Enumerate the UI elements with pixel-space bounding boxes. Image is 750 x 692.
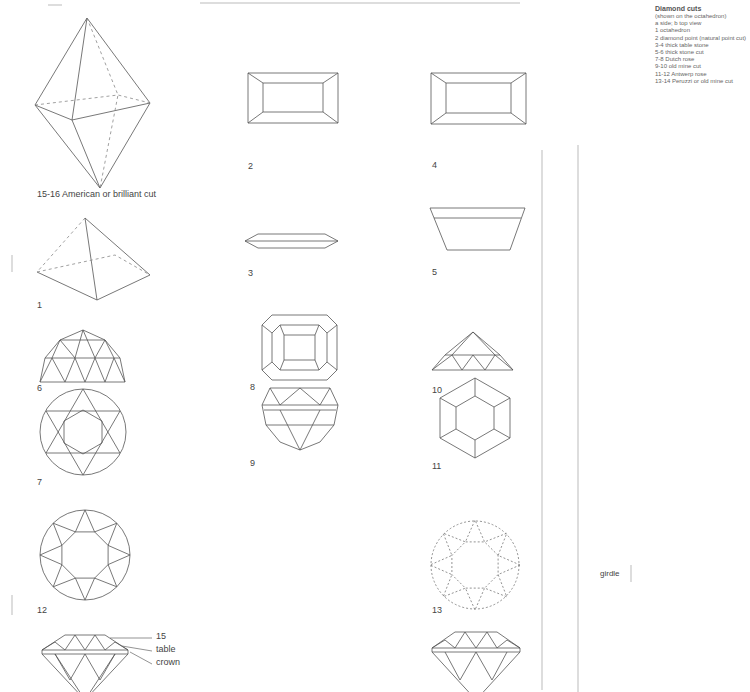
- legend-note: 11-12 Antwerp rose: [655, 71, 707, 78]
- callout-number: 12: [37, 606, 47, 616]
- legend-note: 9-10 old mine cut: [655, 63, 701, 70]
- callout-number: 2: [248, 162, 253, 172]
- legend-note: 5-6 thick stone cut: [655, 49, 704, 56]
- callout-number: 3: [248, 269, 253, 279]
- legend-note: 7-8 Dutch rose: [655, 56, 694, 63]
- legend-note: a side; b top view: [655, 20, 701, 27]
- legend-note: 2 diamond point (natural point cut): [655, 35, 746, 42]
- callout-number: 7: [37, 478, 42, 488]
- part-name: crown: [156, 658, 180, 668]
- callout-number: 6: [37, 384, 42, 394]
- callout-number: 11: [432, 462, 441, 472]
- part-name: 15: [156, 632, 166, 642]
- callout-number: 15-16 American or brilliant cut: [37, 190, 156, 200]
- callout-number: 9: [250, 459, 255, 469]
- legend-note: 3-4 thick table stone: [655, 42, 709, 49]
- callout-number: 13: [432, 606, 442, 616]
- part-name: table: [156, 645, 176, 655]
- legend-note: (shown on the octahedron): [655, 13, 726, 20]
- callout-number: 4: [432, 161, 437, 171]
- callout-number: 8: [250, 383, 255, 393]
- legend-title: Diamond cuts: [655, 5, 701, 13]
- legend-note: 13-14 Peruzzi or old mine cut: [655, 78, 733, 85]
- label: girdle: [600, 570, 620, 579]
- legend-note: 1 octahedron: [655, 27, 690, 34]
- callout-number: 10: [432, 386, 442, 396]
- callout-number: 5: [432, 268, 437, 278]
- callout-number: 1: [37, 301, 42, 311]
